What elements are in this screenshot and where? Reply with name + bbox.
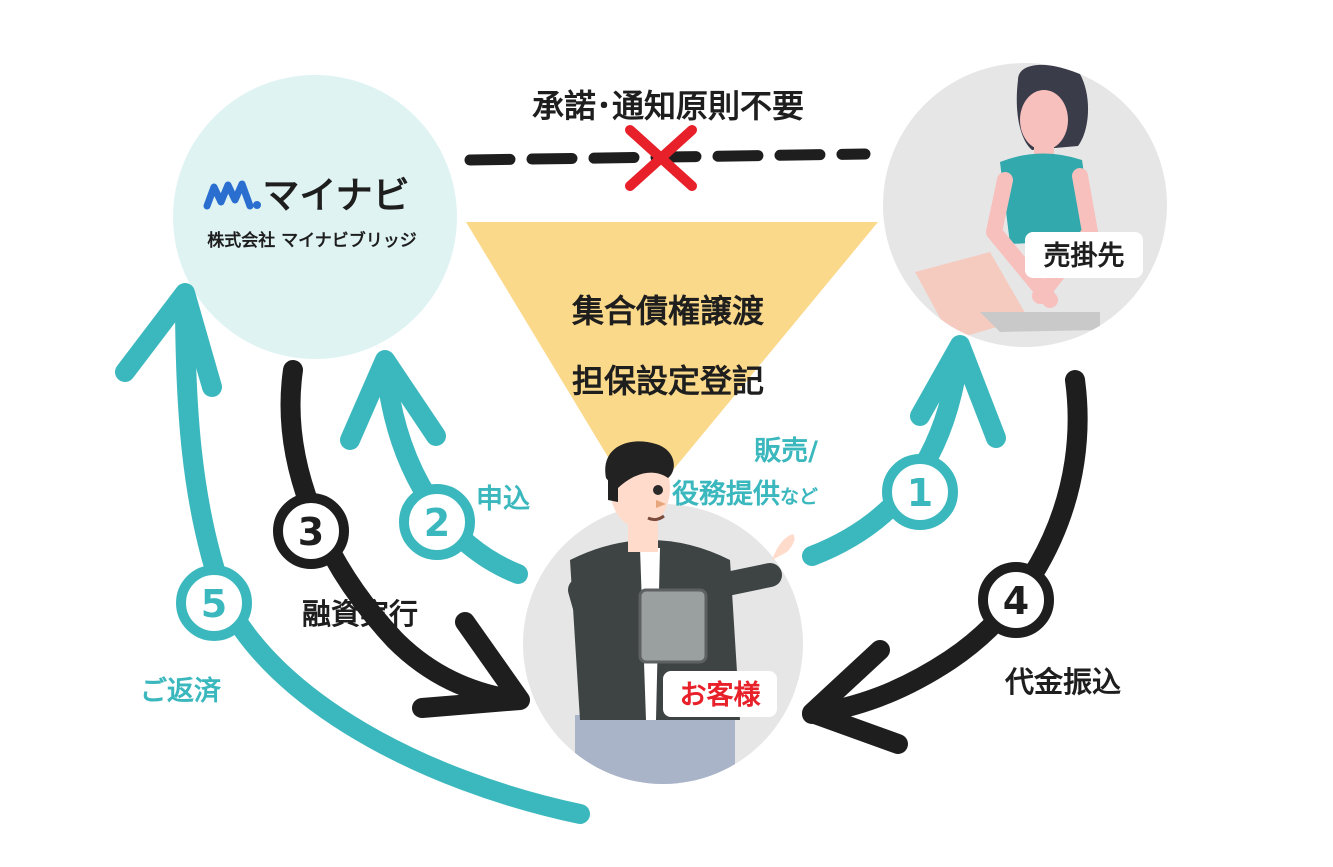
arrow-3-head — [412, 612, 530, 718]
step-1-label-line2: 役務提供など — [672, 479, 818, 510]
step-5-label: ご返済 — [140, 675, 222, 707]
step-2-label: 申込 — [476, 484, 530, 515]
step-number-5: 5 — [201, 582, 227, 626]
step-1-label-suffix: など — [780, 486, 818, 508]
arrow-2-head — [340, 350, 446, 450]
customer-label: お客様 — [680, 679, 762, 711]
step-badge-3: 3 — [273, 493, 349, 569]
funnel-line-1: 集合債権譲渡 — [571, 292, 765, 330]
customer-label-bg — [663, 671, 777, 717]
step-number-4: 4 — [1003, 579, 1029, 623]
no-consent-label: 承諾･通知原則不要 — [532, 87, 804, 125]
lender-company-name: 株式会社 マイナビブリッジ — [207, 230, 417, 251]
cross-mark-icon — [625, 125, 697, 191]
buyer-label-bg — [1025, 232, 1143, 278]
step-number-2: 2 — [424, 501, 450, 545]
funnel-line-2: 担保設定登記 — [572, 362, 764, 400]
lender-logo-text: マイナビ — [262, 174, 409, 217]
arrow-5-head — [115, 283, 222, 397]
step-badge-4: 4 — [978, 562, 1054, 638]
buyer-label: 売掛先 — [1044, 241, 1125, 272]
step-1-label-line1: 販売/ — [754, 436, 818, 467]
customer-head — [605, 441, 795, 560]
step-badge-5: 5 — [176, 565, 252, 641]
step-4-label: 代金振込 — [1004, 665, 1121, 699]
step-number-3: 3 — [298, 510, 324, 554]
arrow-1-head — [910, 335, 1006, 448]
lender-circle — [173, 75, 457, 359]
step-1-label-main: 役務提供 — [672, 479, 780, 510]
step-badge-1: 1 — [882, 454, 958, 530]
step-3-label: 融資実行 — [302, 597, 418, 631]
arrow-4-head — [802, 640, 908, 754]
mynavi-logo-icon — [203, 180, 261, 210]
arrow-4-payment — [802, 370, 1088, 724]
arrow-3-loan — [280, 360, 525, 710]
step-badge-2: 2 — [399, 484, 475, 560]
step-number-1: 1 — [907, 471, 933, 515]
funnel-triangle — [466, 222, 878, 510]
